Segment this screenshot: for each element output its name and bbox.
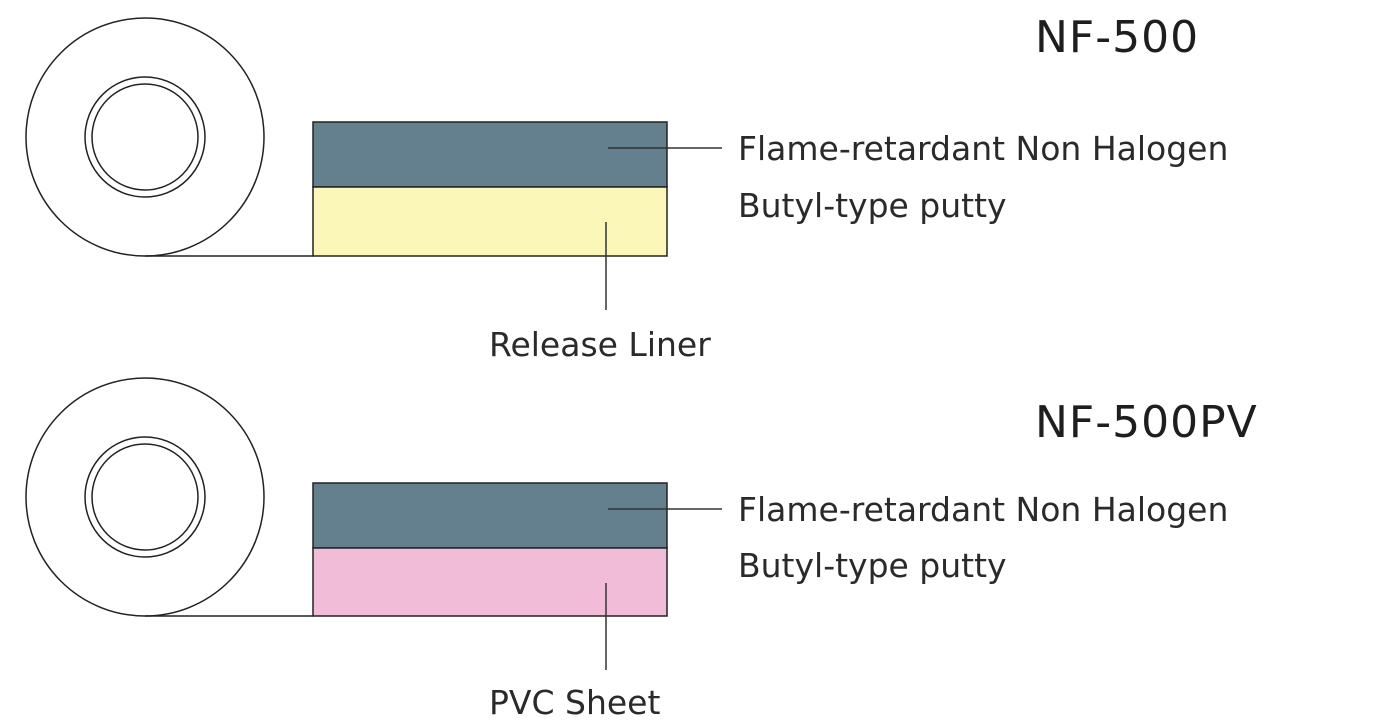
tape-roll-core-inner [91,443,199,551]
nf-500-diagram [25,17,722,310]
putty-layer [312,121,668,188]
product-title-nf-500: NF-500 [1035,12,1200,63]
release-liner-label: Release Liner [489,325,711,364]
putty-label-line1: Flame-retardant Non Halogen [738,129,1229,168]
nf-500pv-diagram [25,377,722,670]
product-title-nf-500pv: NF-500PV [1035,397,1258,448]
tape-roll-core-outer [84,436,206,558]
putty-label-line2: Butyl-type putty [738,546,1007,585]
tape-roll-core-outer [84,76,206,198]
putty-layer [312,482,668,549]
pvc-sheet-label: PVC Sheet [489,683,661,722]
putty-label-line2: Butyl-type putty [738,186,1007,225]
tape-roll-outer [25,377,265,617]
tape-roll-outer [25,17,265,257]
release-liner-layer [312,186,668,257]
tape-roll-core-inner [91,83,199,191]
putty-label-line1: Flame-retardant Non Halogen [738,490,1229,529]
pvc-sheet-layer [312,547,668,617]
